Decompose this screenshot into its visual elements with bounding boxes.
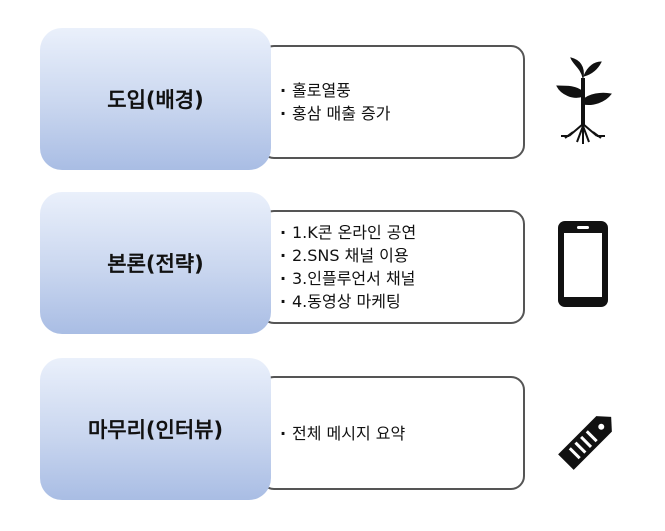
section-2-content-box: 1.K콘 온라인 공연 2.SNS 채널 이용 3.인플루언서 채널 4.동영상… <box>260 210 525 324</box>
section-3-content-box: 전체 메시지 요약 <box>260 376 525 490</box>
section-3-title: 마무리(인터뷰) <box>40 358 271 500</box>
section-3-bullet-1: 전체 메시지 요약 <box>280 422 523 445</box>
section-1-bullet-2: 홍삼 매출 증가 <box>280 102 523 125</box>
section-1-title: 도입(배경) <box>40 28 271 170</box>
plant-icon <box>556 57 612 144</box>
section-2-bullet-1: 1.K콘 온라인 공연 <box>280 221 523 244</box>
smartphone-icon <box>558 221 608 307</box>
section-1-bullet-1: 홀로열풍 <box>280 79 523 102</box>
section-2-bullet-4: 4.동영상 마케팅 <box>280 290 523 313</box>
section-2-title: 본론(전략) <box>40 192 271 334</box>
section-1-content-box: 홀로열풍 홍삼 매출 증가 <box>260 45 525 159</box>
section-2-bullet-3: 3.인플루언서 채널 <box>280 267 523 290</box>
tag-icon <box>558 416 612 470</box>
section-2-bullet-2: 2.SNS 채널 이용 <box>280 244 523 267</box>
